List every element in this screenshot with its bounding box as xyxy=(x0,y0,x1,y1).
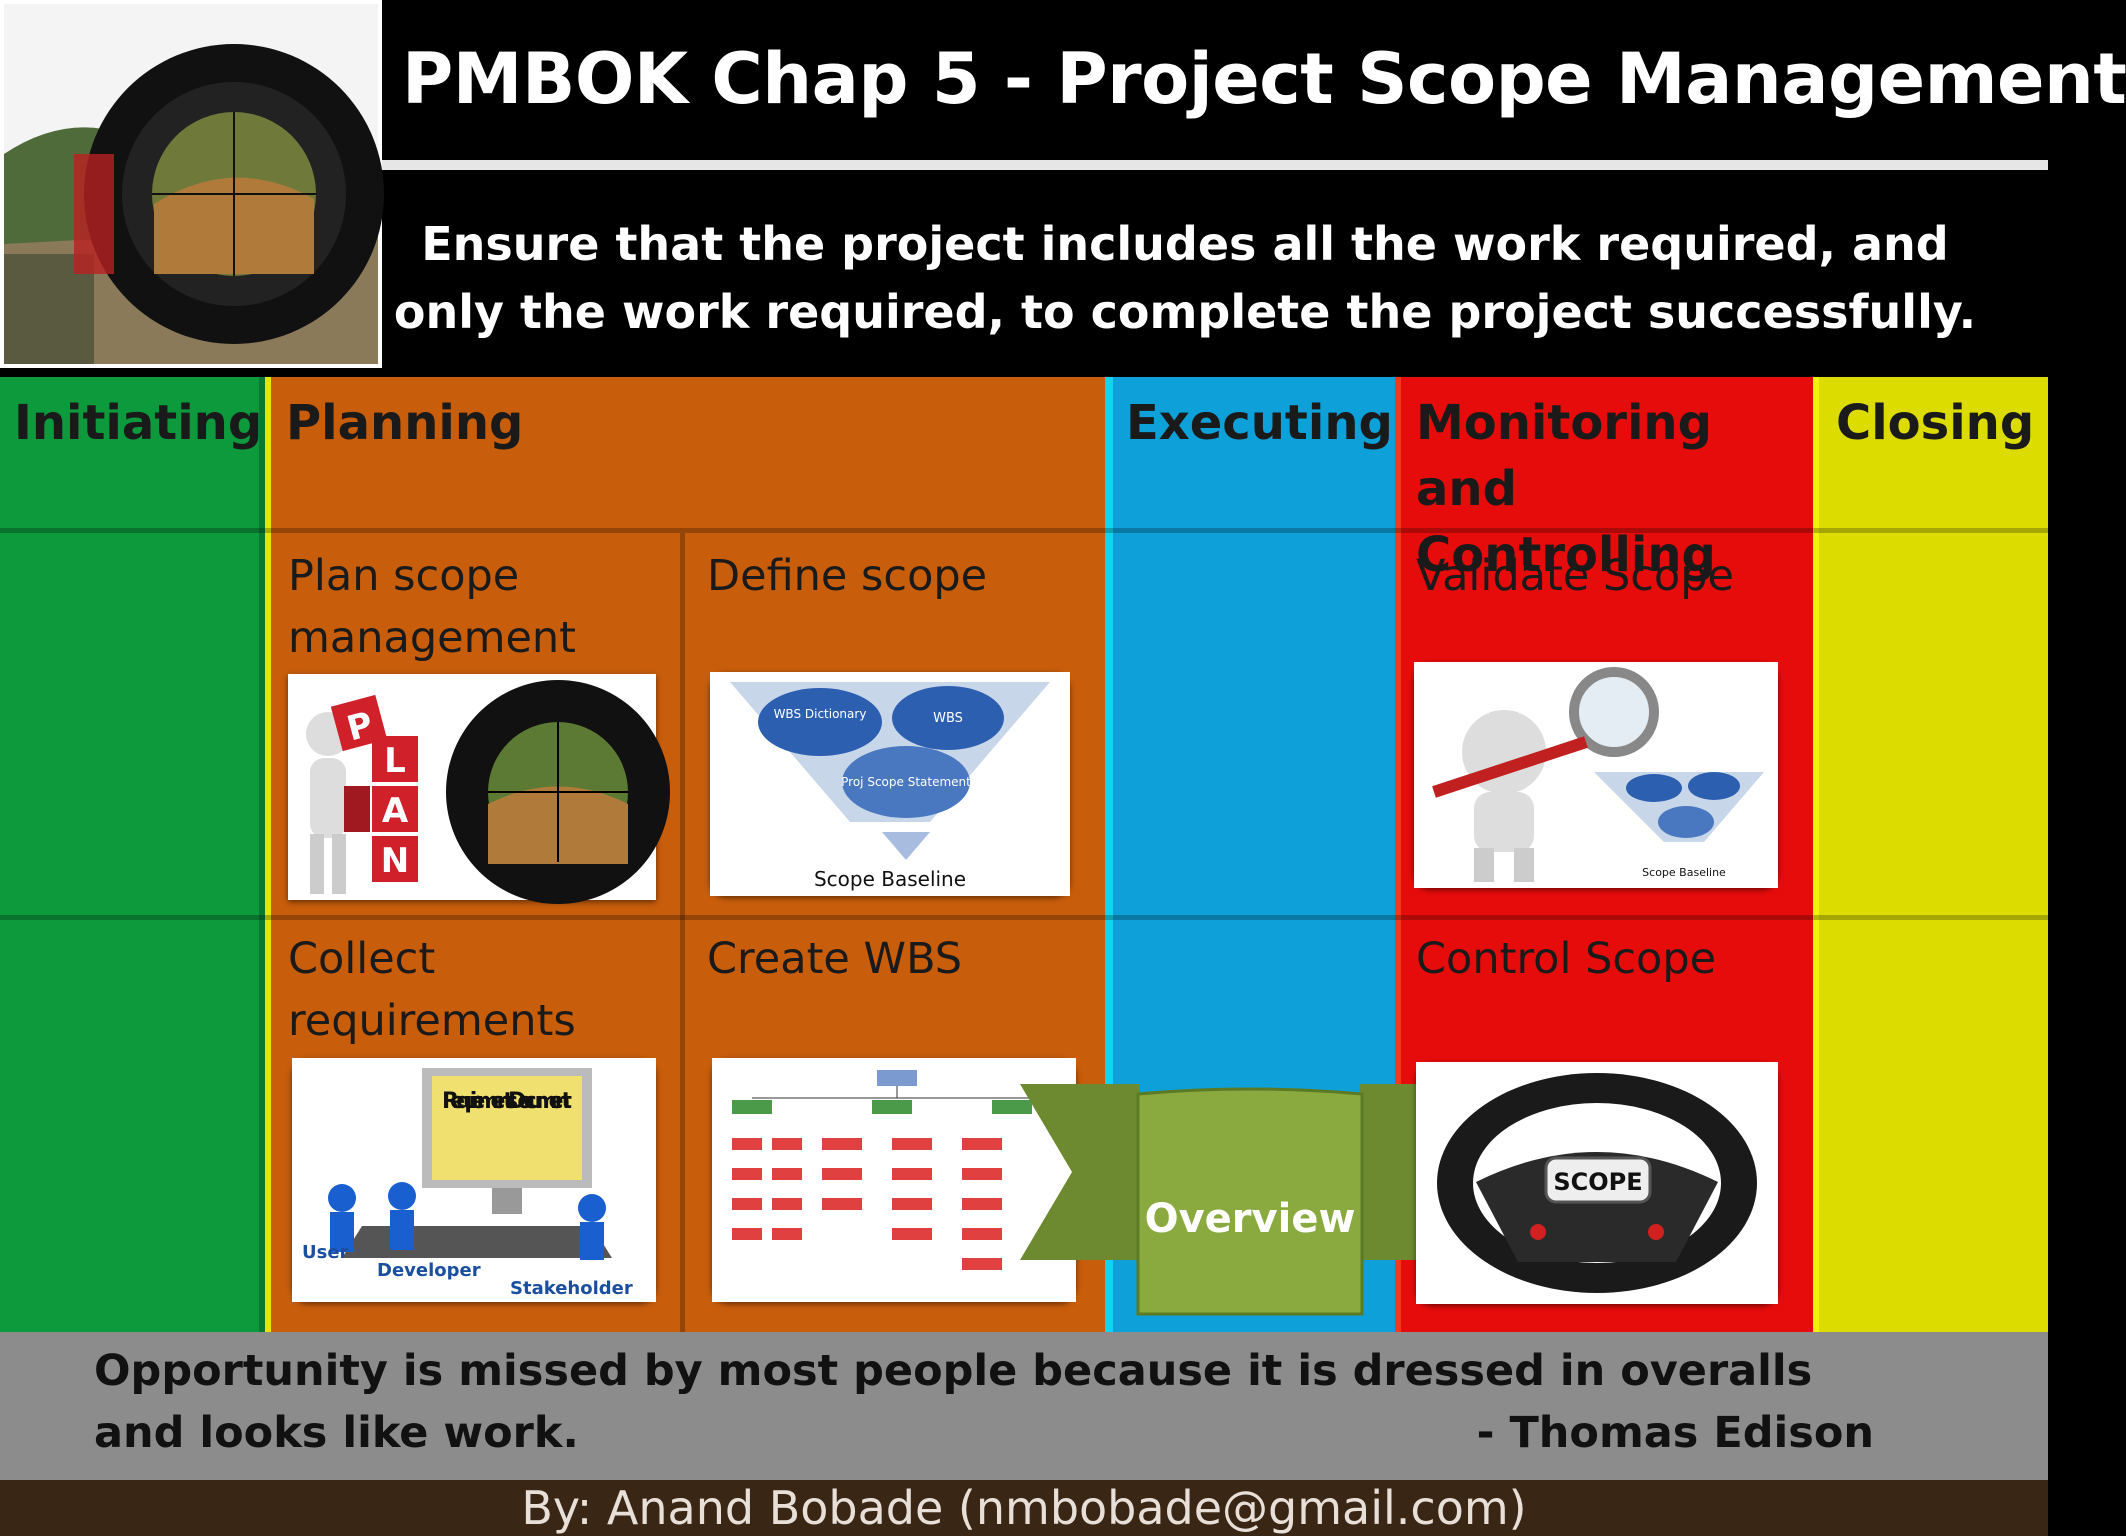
validate-scope-label: Validate Scope xyxy=(1416,551,1734,601)
monitoring-header: Monitoring and Controlling xyxy=(1416,395,1716,583)
scope-wheel-label: SCOPE xyxy=(1553,1168,1642,1196)
planning-subcolumn-divider xyxy=(680,533,685,1333)
plan-scope-label: Plan scope management xyxy=(288,551,577,663)
collect-requirements-label: Collect requirements xyxy=(288,934,576,1046)
closing-header: Closing xyxy=(1836,395,2035,451)
title-band xyxy=(380,0,2048,155)
requirements-document-image: Requirements Document User Developer Sta… xyxy=(292,1058,656,1302)
define-scope-label: Define scope xyxy=(707,551,988,601)
stakeholder-label: Stakeholder xyxy=(510,1278,633,1299)
planning-header: Planning xyxy=(286,395,524,451)
author-credit: By: Anand Bobade (nmbobade@gmail.com) xyxy=(521,1481,1527,1535)
overview-label[interactable]: Overview xyxy=(1144,1196,1356,1242)
scope-definition-tagline: Ensure that the project includes all the… xyxy=(393,217,1977,339)
steering-wheel-image: SCOPE xyxy=(1416,1062,1778,1304)
developer-label: Developer xyxy=(377,1260,481,1281)
wbs-dictionary-label: WBS Dictionary xyxy=(774,707,867,721)
quote-band xyxy=(0,1332,2048,1480)
row-divider xyxy=(0,915,2048,920)
plan-letter: L xyxy=(384,741,406,781)
control-scope-label: Control Scope xyxy=(1416,934,1717,984)
proj-scope-statement-label: Proj Scope Statement xyxy=(841,775,971,789)
plan-letter: A xyxy=(382,791,409,831)
rifle-scope-photo xyxy=(0,0,384,368)
quote-author: - Thomas Edison xyxy=(1476,1408,1874,1458)
row-divider xyxy=(0,528,2048,533)
initiating-column xyxy=(0,377,265,1332)
footer-band xyxy=(0,1480,2048,1536)
scope-baseline-label: Scope Baseline xyxy=(814,867,966,891)
header-divider xyxy=(380,160,2048,170)
plan-letter: N xyxy=(381,841,409,881)
quote-text: Opportunity is missed by most people bec… xyxy=(94,1346,1813,1458)
user-label: User xyxy=(302,1242,349,1263)
create-wbs-label: Create WBS xyxy=(707,934,963,984)
wbs-label: WBS xyxy=(933,711,963,726)
executing-header: Executing xyxy=(1126,395,1393,451)
initiating-header: Initiating xyxy=(14,395,263,451)
scope-baseline-funnel-image: WBS Dictionary WBS Proj Scope Statement … xyxy=(710,672,1070,896)
closing-column xyxy=(1813,377,2048,1332)
wbs-chart-image xyxy=(712,1058,1076,1302)
requirements-document-text: Requirements Document xyxy=(442,1089,572,1114)
scope-baseline-small-label: Scope Baseline xyxy=(1642,866,1726,879)
validate-scope-image: Scope Baseline xyxy=(1414,662,1778,888)
plan-image: P L A N xyxy=(288,674,670,904)
page-title: PMBOK Chap 5 - Project Scope Management xyxy=(402,38,2126,120)
